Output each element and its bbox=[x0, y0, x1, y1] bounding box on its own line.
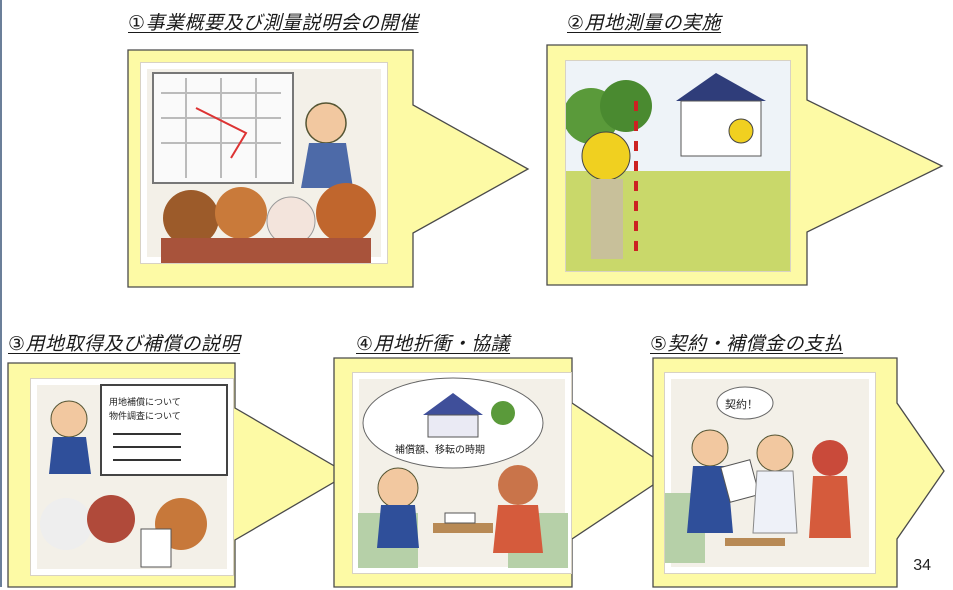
board-text-line-2: 物件調査について bbox=[109, 410, 181, 422]
left-edge-rule bbox=[0, 0, 2, 587]
negotiation-bubble-text: 補償額、移転の時期 bbox=[395, 443, 485, 456]
presentation-meeting-scene bbox=[152, 72, 376, 263]
land-survey-scene bbox=[566, 61, 790, 271]
step-4-illustration: 補償額、移転の時期 bbox=[352, 372, 572, 574]
step-5-illustration: 契約！ bbox=[664, 372, 876, 574]
step-4-title: ④用地折衝・協議 bbox=[356, 333, 511, 355]
explanation-meeting-scene: 用地補償について 物件調査について bbox=[40, 384, 228, 568]
board-text-line-1: 用地補償について bbox=[109, 396, 181, 408]
step-3-title: ③用地取得及び補償の説明 bbox=[8, 333, 241, 355]
negotiation-scene: 補償額、移転の時期 bbox=[358, 377, 568, 568]
contract-bubble-text: 契約！ bbox=[725, 397, 758, 411]
step-1-illustration bbox=[140, 62, 388, 264]
step-2-title: ②用地測量の実施 bbox=[567, 12, 722, 34]
step-3-illustration: 用地補償について 物件調査について bbox=[30, 378, 234, 576]
step-2-illustration bbox=[565, 60, 791, 272]
step-1-title: ①事業概要及び測量説明会の開催 bbox=[128, 12, 419, 34]
step-5-title: ⑤契約・補償金の支払 bbox=[650, 333, 844, 355]
page-number: 34 bbox=[913, 557, 931, 574]
contract-signing-scene: 契約！ bbox=[665, 386, 851, 563]
